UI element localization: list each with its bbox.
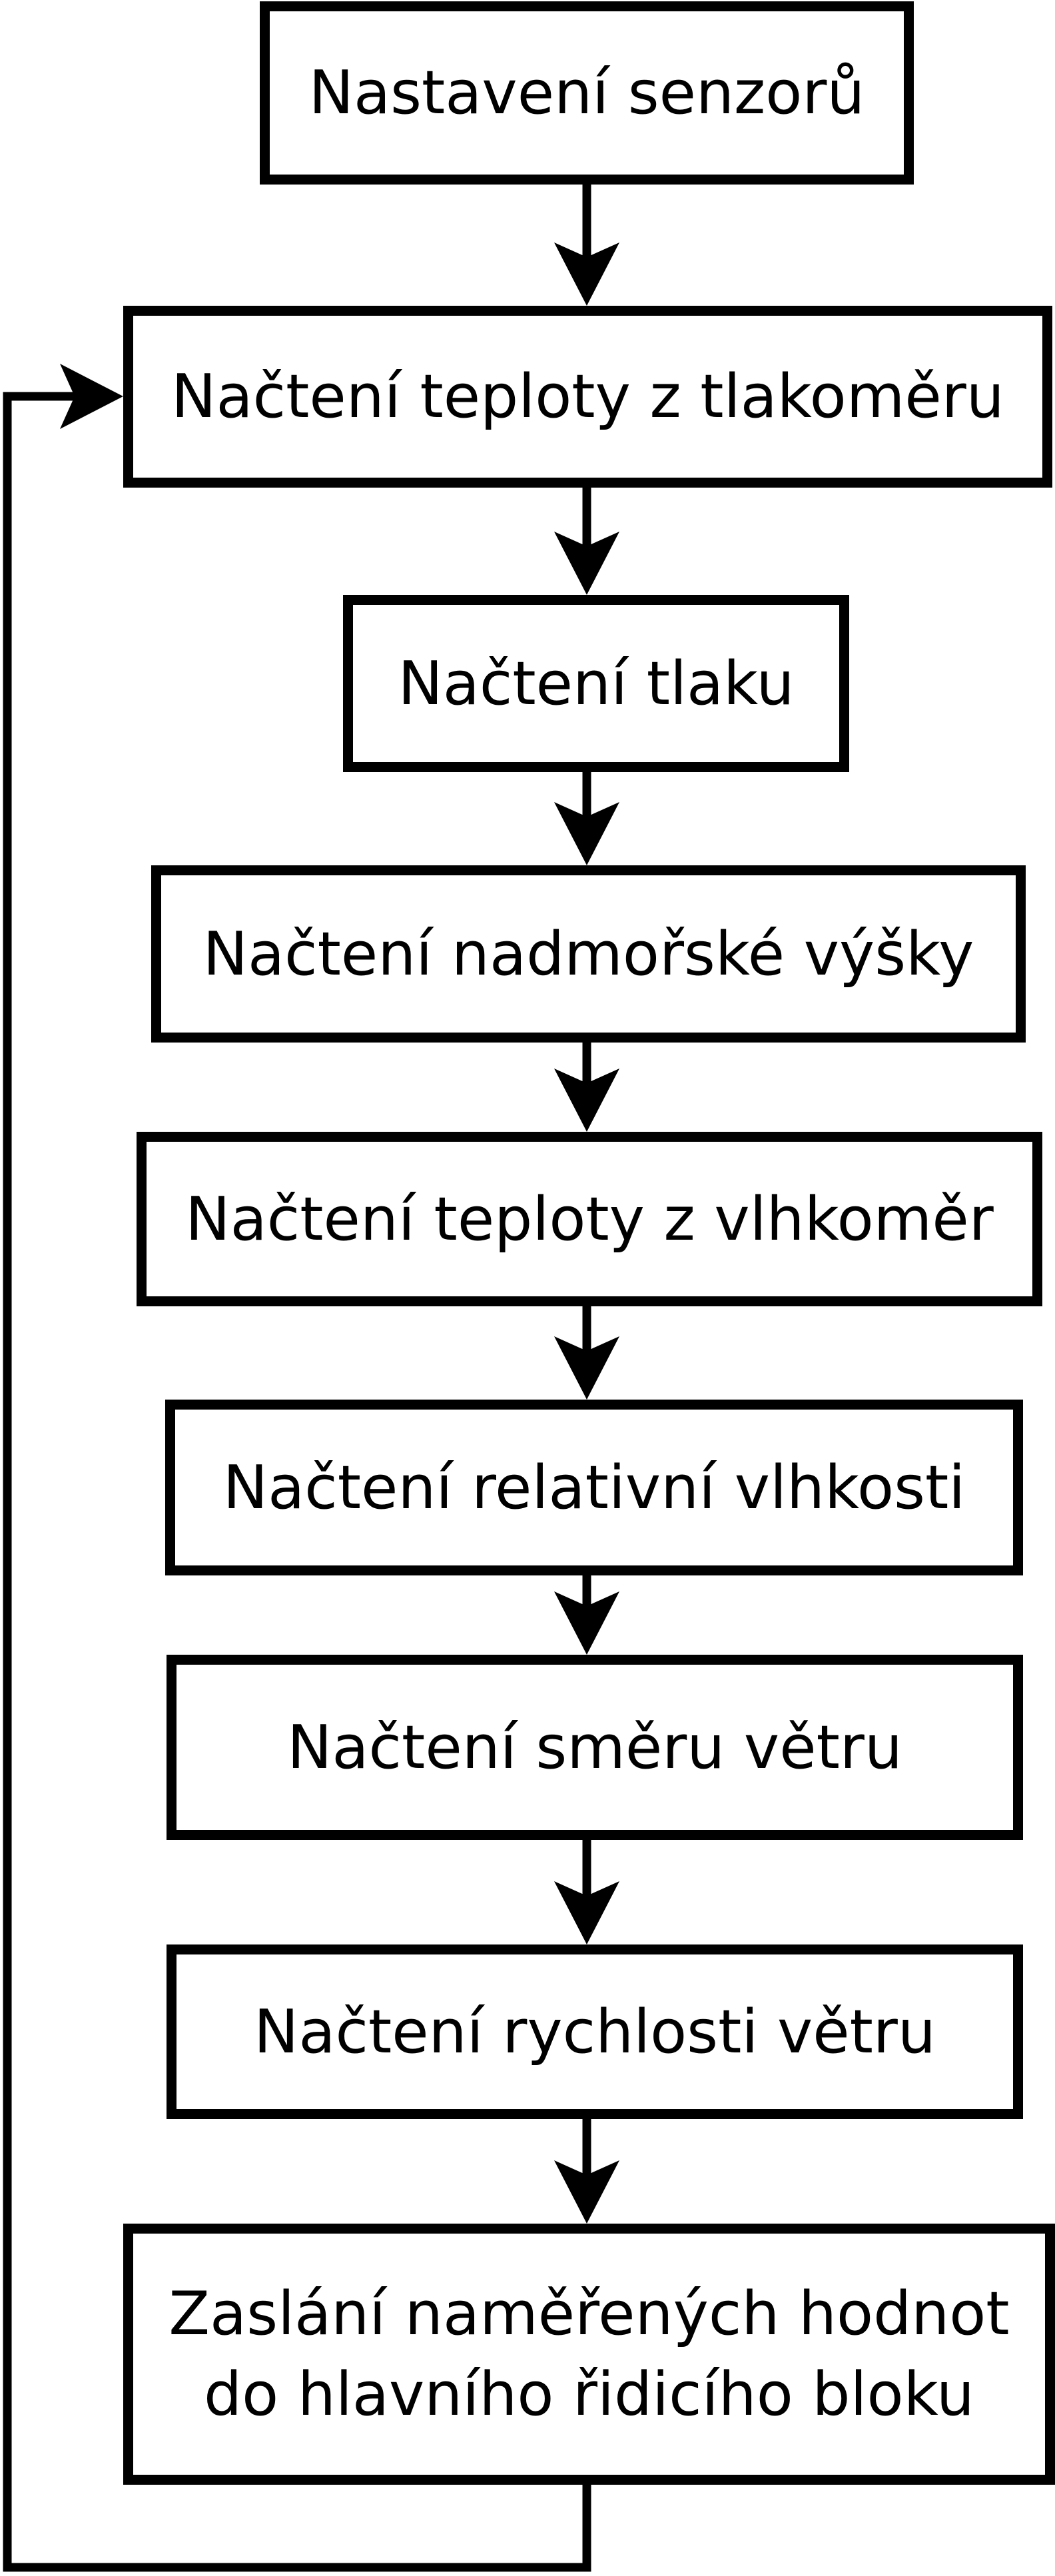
arrowhead-4-5 (554, 1069, 619, 1132)
arrowhead-loop-back (60, 364, 123, 429)
arrowhead-7-8 (554, 1881, 619, 1944)
loop-back-line (3, 392, 591, 2572)
flow-step-5-label: Načtení teploty z vlhkoměr (185, 1184, 994, 1254)
flow-step-4-label: Načtení nadmořské výšky (202, 919, 974, 989)
flow-step-9: Zaslání naměřených hodnot do hlavního ři… (123, 2224, 1055, 2485)
flow-step-6: Načtení relativní vlhkosti (165, 1400, 1023, 1575)
arrowhead-8-9 (554, 2160, 619, 2224)
flow-step-1-label: Nastavení senzorů (308, 58, 865, 128)
flow-step-3-label: Načtení tlaku (398, 648, 795, 719)
flow-step-7: Načtení směru větru (167, 1655, 1023, 1840)
flow-step-1: Nastavení senzorů (260, 1, 914, 185)
flow-step-7-label: Načtení směru větru (287, 1712, 902, 1783)
flow-step-5: Načtení teploty z vlhkoměr (137, 1132, 1042, 1306)
flow-step-6-label: Načtení relativní vlhkosti (222, 1452, 966, 1523)
flow-step-8-label: Načtení rychlosti větru (254, 1996, 936, 2067)
flow-step-9-label-line2: do hlavního řidicího bloku (204, 2360, 974, 2429)
arrowhead-1-2 (554, 242, 619, 306)
flow-step-3: Načtení tlaku (343, 595, 849, 772)
arrowhead-5-6 (554, 1336, 619, 1400)
arrowhead-3-4 (554, 802, 619, 865)
arrowhead-2-3 (554, 532, 619, 595)
flow-step-4: Načtení nadmořské výšky (151, 865, 1026, 1043)
flow-step-2: Načtení teploty z tlakoměru (123, 306, 1052, 488)
arrowhead-6-7 (554, 1591, 619, 1655)
flow-step-9-label-line1: Zaslání naměřených hodnot (169, 2278, 1010, 2349)
flow-step-2-label: Načtení teploty z tlakoměru (171, 362, 1004, 432)
flow-step-8: Načtení rychlosti větru (167, 1944, 1023, 2119)
